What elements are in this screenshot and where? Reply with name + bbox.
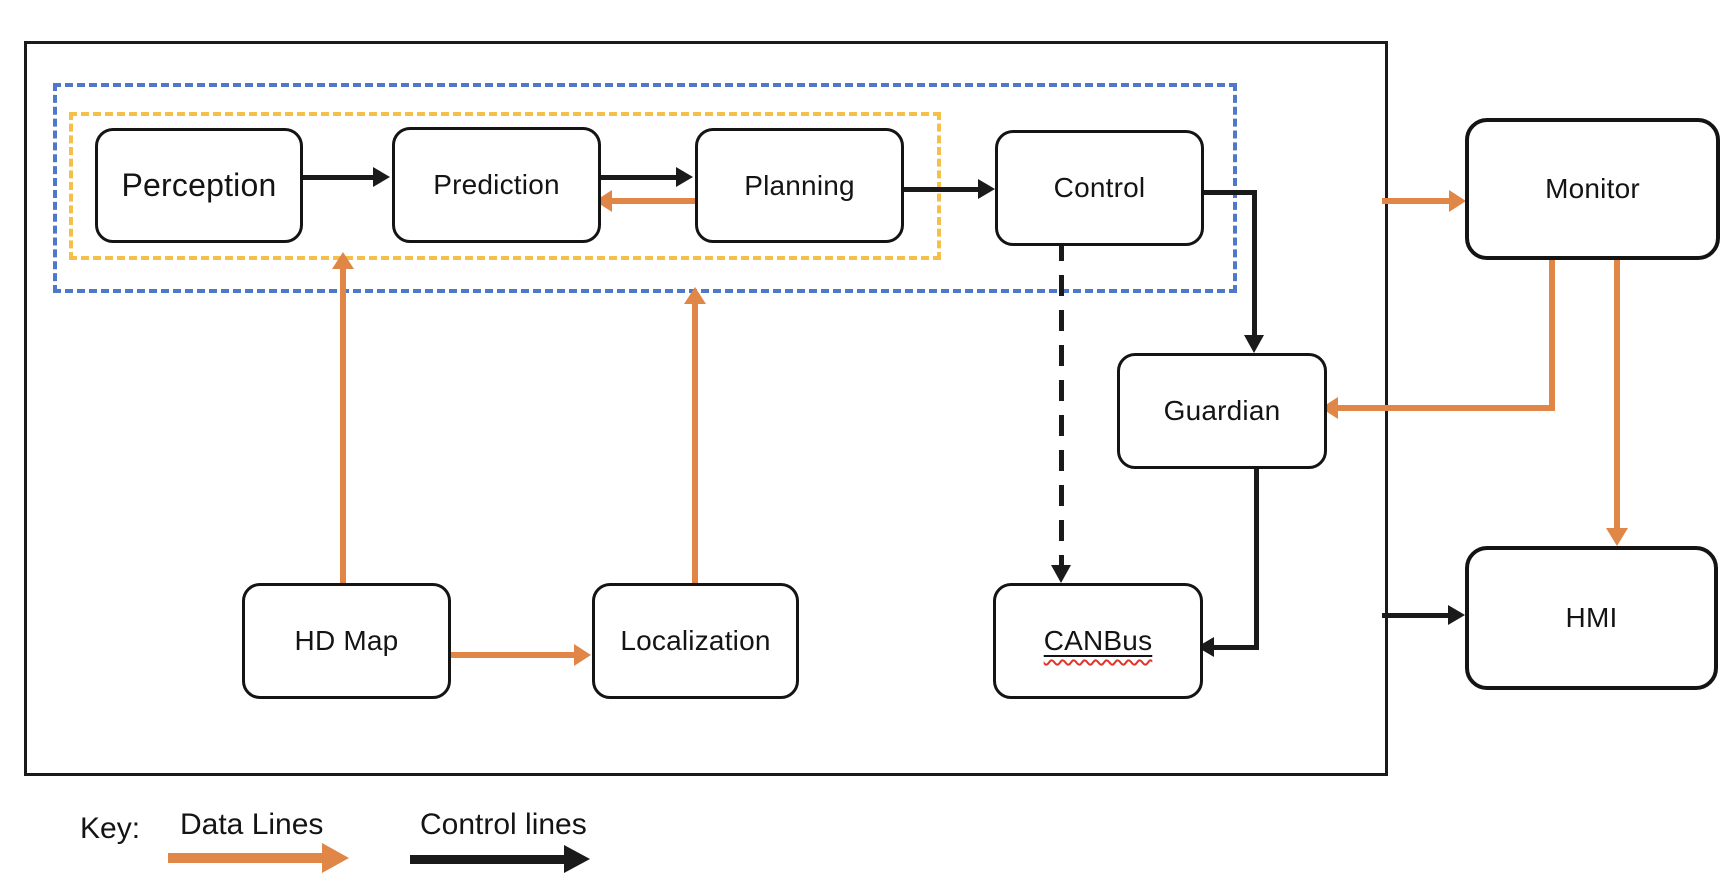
localization-label: Localization [620,625,771,656]
arrow-head [676,167,693,187]
module-planning: Planning [695,128,904,243]
arrow-head [332,252,354,269]
module-guardian: Guardian [1117,353,1327,469]
arrow-shaft [1254,463,1259,650]
outer-module-group-dashed-box [53,83,1237,293]
arrow-shaft [1382,613,1448,618]
arrow-head [1448,605,1465,625]
hd-map-label: HD Map [294,625,399,656]
arrow-head [574,644,591,666]
module-monitor: Monitor [1465,118,1720,260]
module-perception: Perception [95,128,303,243]
legend-key-label: Key: [80,812,141,845]
legend-data-arrow-head [322,843,349,873]
arrow-shaft [1382,198,1449,204]
module-canbus: CANBus [993,583,1203,699]
arrow-head [1449,190,1466,212]
module-prediction: Prediction [392,127,601,243]
module-hd-map: HD Map [242,583,451,699]
perception-label: Perception [121,167,277,203]
legend-data-arrow-shaft [168,853,322,863]
module-hmi: HMI [1465,546,1718,690]
arrow-shaft-dashed [1059,240,1064,565]
hmi-label: HMI [1565,602,1618,633]
arrow-shaft [1252,190,1257,335]
guardian-label: Guardian [1163,395,1281,426]
legend-control-lines-label: Control lines [420,808,587,841]
arrow-head [1606,528,1628,546]
monitor-label: Monitor [1545,173,1640,204]
arrow-shaft [1549,252,1555,411]
planning-label: Planning [744,169,855,201]
arrow-head [978,179,995,199]
arrow-shaft [340,267,346,583]
control-label: Control [1053,172,1146,203]
canbus-label: CANBus [1043,625,1153,656]
inner-module-group-dashed-box [69,112,941,260]
arrow-shaft [898,187,978,192]
canbus-spellcheck-underline: CANBus [1044,625,1153,657]
arrow-shaft [1614,252,1620,530]
arrow-shaft [595,175,676,180]
module-localization: Localization [592,583,799,699]
arrow-shaft [692,303,698,583]
legend-data-lines-label: Data Lines [180,808,324,841]
legend-control-arrow-shaft [410,855,564,864]
arrow-head [1051,565,1071,583]
prediction-label: Prediction [433,169,560,200]
arrow-shaft [445,652,574,658]
arrow-head [1244,335,1264,353]
arrow-shaft [1338,405,1555,411]
legend-control-arrow-head [564,845,590,873]
arrow-shaft [1212,645,1258,650]
arrow-head [373,167,390,187]
arrow-shaft [612,198,695,204]
arrow-shaft [1198,190,1257,195]
arrow-head [684,287,706,304]
module-control: Control [995,130,1204,246]
arrow-shaft [297,175,373,180]
